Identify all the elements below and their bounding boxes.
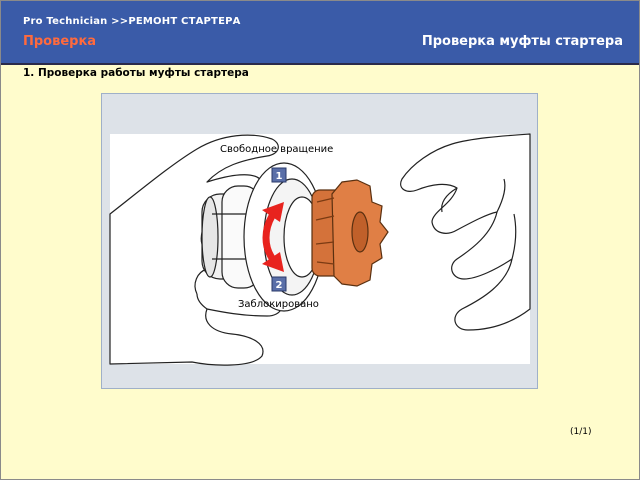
page-title: Проверка муфты стартера bbox=[421, 34, 623, 49]
marker-1: 1 bbox=[271, 167, 287, 183]
free-rotation-label: Свободное вращение bbox=[220, 144, 334, 155]
clutch-housing-icon bbox=[201, 162, 325, 312]
rotation-arrow-icon bbox=[262, 202, 284, 272]
locked-label: Заблокировано bbox=[238, 299, 319, 310]
step-title: 1. Проверка работы муфты стартера bbox=[23, 67, 249, 79]
clutch-illustration: 1 2 Свободное вращение Заблокировано bbox=[101, 93, 538, 389]
marker-2: 2 bbox=[271, 276, 287, 292]
section-label: Проверка bbox=[23, 34, 97, 49]
clutch-illustration-svg: 1 2 bbox=[109, 133, 531, 366]
right-hand-icon bbox=[400, 133, 531, 331]
marker-1-label: 1 bbox=[276, 171, 283, 182]
pinion-gear-icon bbox=[311, 179, 389, 287]
breadcrumb[interactable]: Pro Technician >>РЕМОНТ СТАРТЕРА bbox=[23, 16, 241, 27]
header-bar: Pro Technician >>РЕМОНТ СТАРТЕРА Проверк… bbox=[1, 1, 639, 65]
marker-2-label: 2 bbox=[276, 280, 283, 291]
page-counter: (1/1) bbox=[570, 427, 592, 437]
